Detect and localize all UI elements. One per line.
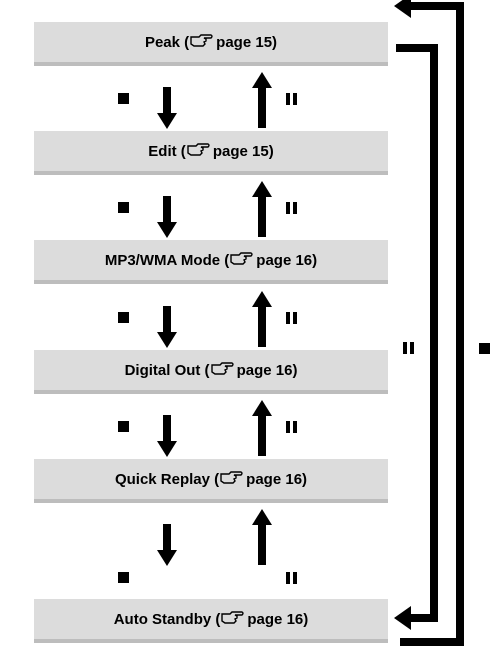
page-ref: page 16 bbox=[246, 470, 303, 488]
step-edit: Edit (page 15) bbox=[34, 131, 388, 175]
stop-icon bbox=[118, 93, 129, 104]
loop-arrowhead-to-auto-standby bbox=[394, 606, 411, 630]
pause-icon bbox=[286, 93, 297, 105]
up-arrows bbox=[252, 72, 272, 565]
step-label: Quick Replay bbox=[114, 470, 210, 488]
stop-icon bbox=[118, 312, 129, 323]
page-ref: page 15 bbox=[212, 142, 269, 160]
pause-icon bbox=[286, 421, 297, 433]
step-digital-out: Digital Out (page 16) bbox=[34, 350, 388, 394]
step-label: Digital Out bbox=[124, 361, 201, 379]
stop-icon bbox=[118, 202, 129, 213]
pause-icon bbox=[286, 572, 297, 584]
loop-pause-icon bbox=[403, 342, 414, 354]
pointing-hand-icon bbox=[190, 33, 214, 51]
pause-icon bbox=[286, 202, 297, 214]
step-mp3-wma-mode: MP3/WMA Mode (page 16) bbox=[34, 240, 388, 284]
step-quick-replay: Quick Replay (page 16) bbox=[34, 459, 388, 503]
step-label: MP3/WMA Mode bbox=[104, 251, 221, 269]
page-ref: page 16 bbox=[247, 610, 304, 628]
loop-arrow-to-peak bbox=[400, 2, 464, 646]
loop-arrow-to-auto-standby bbox=[396, 44, 438, 622]
pointing-hand-icon bbox=[187, 142, 211, 160]
step-label: Auto Standby bbox=[113, 610, 212, 628]
page-ref: page 16 bbox=[256, 251, 313, 269]
step-label: Peak bbox=[144, 33, 180, 51]
pointing-hand-icon bbox=[220, 470, 244, 488]
loop-arrowhead-to-peak bbox=[394, 0, 411, 18]
pointing-hand-icon bbox=[221, 610, 245, 628]
loop-stop-icon bbox=[479, 343, 490, 354]
step-auto-standby: Auto Standby (page 16) bbox=[34, 599, 388, 643]
stop-icon bbox=[118, 421, 129, 432]
page-ref: page 15 bbox=[216, 33, 273, 51]
step-peak: Peak (page 15) bbox=[34, 22, 388, 66]
step-label: Edit bbox=[148, 142, 177, 160]
pointing-hand-icon bbox=[210, 361, 235, 379]
stop-icon bbox=[118, 572, 129, 583]
page-ref: page 16 bbox=[236, 361, 293, 379]
pause-icon bbox=[286, 312, 297, 324]
pointing-hand-icon bbox=[230, 251, 254, 269]
down-arrows bbox=[157, 87, 177, 566]
